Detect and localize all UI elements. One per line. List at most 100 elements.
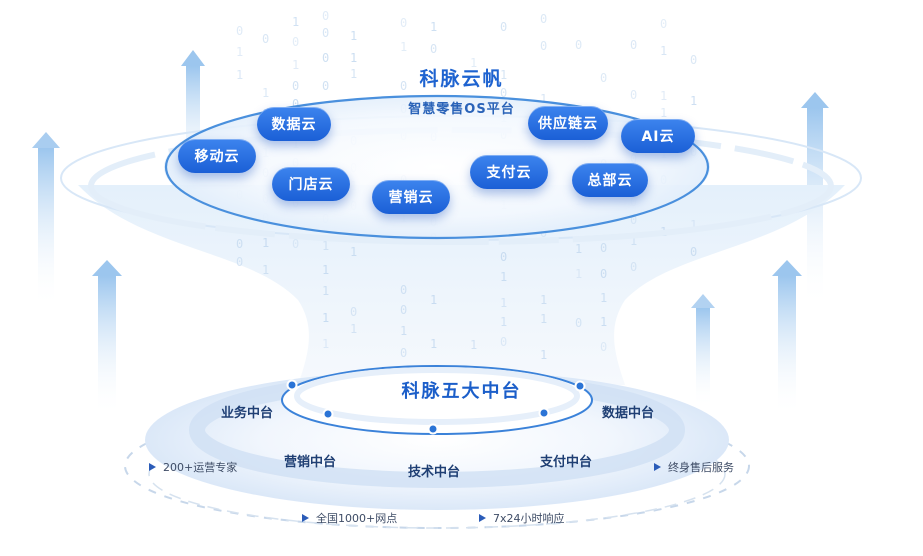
top-platform-title: 科脉云帆: [419, 68, 504, 90]
binary-digit: 0: [322, 79, 329, 93]
binary-digit: 0: [690, 245, 697, 259]
cloud-label: 供应链云: [538, 116, 598, 132]
binary-digit: 0: [575, 316, 582, 330]
binary-digit: 0: [350, 305, 357, 319]
ring-node: [574, 380, 586, 392]
feature-label: 200+运营专家: [163, 461, 238, 474]
ring-node: [322, 408, 334, 420]
binary-digit: 1: [350, 29, 357, 43]
play-triangle-icon: [654, 463, 661, 471]
feature-experts: 200+运营专家: [149, 459, 237, 475]
binary-digit: 0: [292, 35, 299, 49]
cloud-label: 移动云: [194, 149, 240, 165]
binary-digit: 1: [400, 324, 407, 338]
binary-digit: 1: [350, 245, 357, 259]
binary-digit: 0: [430, 42, 437, 56]
binary-digit: 1: [322, 263, 329, 277]
binary-digit: 1: [575, 242, 582, 256]
binary-digit: 0: [400, 303, 407, 317]
feature-label: 终身售后服务: [668, 461, 734, 474]
binary-digit: 0: [322, 26, 329, 40]
center-label-business: 业务中台: [220, 406, 274, 421]
bottom-platform-inner-glow: [294, 367, 580, 425]
center-label-technology: 技术中台: [407, 465, 461, 480]
binary-digit: 1: [350, 67, 357, 81]
up-arrow-icon: [32, 132, 60, 308]
cloud-pill-data: 数据云: [257, 107, 331, 141]
binary-digit: 0: [236, 255, 243, 269]
binary-digit: 0: [292, 79, 299, 93]
binary-digit: 0: [500, 20, 507, 34]
binary-digit: 1: [322, 284, 329, 298]
binary-digit: 0: [400, 79, 407, 93]
feature-service-outlets: 全国1000+网点: [302, 510, 397, 526]
center-label-marketing: 营销中台: [283, 455, 337, 470]
binary-digit: 1: [470, 56, 477, 70]
binary-digit: 1: [540, 348, 547, 362]
ring-node: [427, 423, 439, 435]
binary-digit: 0: [292, 97, 299, 111]
binary-digit: 0: [575, 38, 582, 52]
binary-digit: 1: [600, 315, 607, 329]
binary-digit: 0: [236, 24, 243, 38]
play-triangle-icon: [479, 514, 486, 522]
binary-digit: 0: [600, 71, 607, 85]
binary-digit: 1: [470, 338, 477, 352]
binary-digit: 1: [262, 263, 269, 277]
cloud-label: AI云: [641, 129, 675, 145]
binary-digit: 0: [292, 237, 299, 251]
binary-digit: 0: [540, 39, 547, 53]
feature-response: 7x24小时响应: [479, 510, 565, 526]
binary-digit: 1: [690, 94, 697, 108]
middle-platform-title: 科脉五大中台: [401, 381, 522, 402]
binary-digit: 0: [600, 340, 607, 354]
binary-digit: 1: [500, 296, 507, 310]
binary-digit: 0: [322, 51, 329, 65]
binary-digit: 0: [322, 9, 329, 23]
top-platform-subtitle: 智慧零售OS平台: [408, 102, 515, 117]
binary-digit: 1: [236, 68, 243, 82]
binary-digit: 1: [430, 337, 437, 351]
binary-digit: 1: [500, 68, 507, 82]
feature-lifetime-service: 终身售后服务: [654, 459, 734, 475]
binary-digit: 0: [690, 53, 697, 67]
binary-digit: 0: [400, 283, 407, 297]
binary-digit: 1: [690, 218, 697, 232]
cloud-label: 支付云: [486, 165, 532, 181]
binary-digit: 0: [600, 241, 607, 255]
feature-label: 7x24小时响应: [493, 512, 565, 525]
cloud-pill-mobile: 移动云: [178, 139, 256, 173]
binary-digit: 0: [400, 16, 407, 30]
cloud-pill-supply-chain: 供应链云: [528, 106, 608, 140]
cloud-label: 数据云: [271, 117, 317, 133]
ring-node: [286, 379, 298, 391]
binary-digit: 1: [350, 51, 357, 65]
cloud-label: 总部云: [587, 173, 633, 189]
binary-digit: 0: [400, 346, 407, 360]
binary-digit: 0: [630, 213, 637, 227]
binary-digit: 0: [600, 267, 607, 281]
binary-digit: 0: [660, 17, 667, 31]
binary-digit: 1: [540, 92, 547, 106]
binary-digit: 1: [262, 236, 269, 250]
up-arrow-icon: [92, 260, 122, 416]
center-label-data: 数据中台: [601, 406, 655, 421]
binary-digit: 1: [292, 15, 299, 29]
play-triangle-icon: [149, 463, 156, 471]
binary-digit: 1: [430, 293, 437, 307]
binary-digit: 1: [322, 239, 329, 253]
binary-digit: 1: [322, 337, 329, 351]
ring-node: [538, 407, 550, 419]
center-label-payment: 支付中台: [539, 455, 593, 470]
binary-digit: 0: [630, 88, 637, 102]
binary-digit: 1: [262, 86, 269, 100]
binary-digit: 0: [540, 12, 547, 26]
binary-digit: 1: [660, 106, 667, 120]
binary-digit: 1: [292, 58, 299, 72]
binary-digit: 0: [262, 32, 269, 46]
binary-digit: 1: [500, 315, 507, 329]
feature-label: 全国1000+网点: [316, 512, 398, 525]
cloud-label: 门店云: [288, 177, 334, 193]
binary-digit: 0: [500, 250, 507, 264]
cloud-pill-marketing: 营销云: [372, 180, 450, 214]
